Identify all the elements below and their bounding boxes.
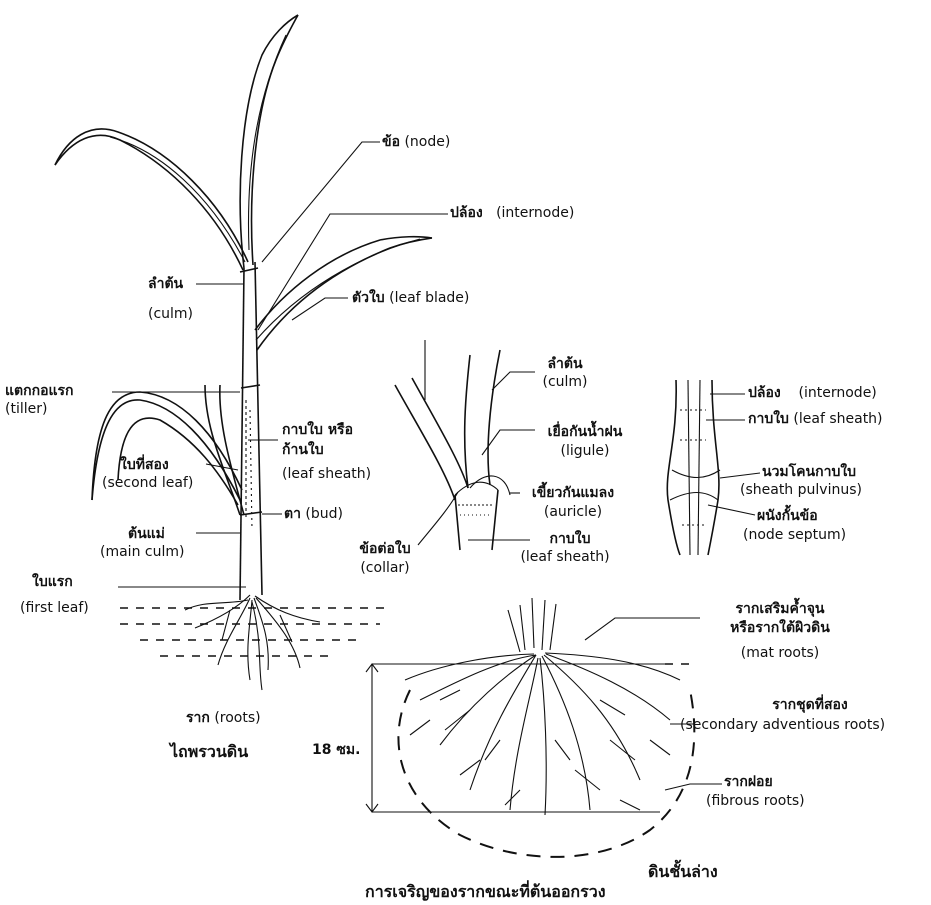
label-culm-th: ลำต้น: [148, 276, 183, 293]
label-depth: 18 ซม.: [312, 742, 360, 759]
label-roots: ราก (roots): [186, 710, 261, 727]
label-collar-th: ข้อต่อใบ: [350, 541, 420, 558]
root-system-illustration: [366, 598, 722, 857]
label-collar-en: (collar): [350, 560, 420, 577]
label-main-culm-en: (main culm): [100, 544, 184, 561]
label-node-sheath: กาบใบ (leaf sheath): [748, 411, 883, 428]
label-first-leaf-th: ใบแรก: [32, 574, 73, 591]
main-plant-illustration: [55, 15, 448, 690]
label-collar-sheath-th: กาบใบ: [530, 531, 610, 548]
label-secondary-th: รากชุดที่สอง: [710, 697, 910, 714]
label-ligule-en: (ligule): [530, 443, 640, 460]
label-second-leaf-th: ใบที่สอง: [120, 457, 169, 474]
label-subsoil: ดินชั้นล่าง: [648, 860, 718, 885]
collar-detail-illustration: [395, 340, 535, 550]
label-collar-culm-th: ลำต้น: [535, 356, 595, 373]
label-leaf-blade: ตัวใบ (leaf blade): [352, 290, 469, 307]
label-auricle-en: (auricle): [518, 504, 628, 521]
label-leaf-sheath-th1: กาบใบ หรือ: [282, 422, 353, 439]
label-mat-roots-th1: รากเสริมค้ำจุน: [700, 601, 860, 618]
label-node: ข้อ (node): [382, 134, 450, 151]
label-fibrous-en: (fibrous roots): [706, 793, 805, 810]
label-pulvinus-en: (sheath pulvinus): [740, 482, 862, 499]
label-node-internode: ปล้อง (internode): [748, 385, 877, 402]
label-collar-culm-en: (culm): [535, 374, 595, 391]
label-mat-roots-en: (mat roots): [700, 645, 860, 662]
caption-tillage: ไถพรวนดิน: [170, 740, 248, 765]
label-leaf-sheath-en: (leaf sheath): [282, 466, 371, 483]
label-auricle-th: เขี้ยวกันแมลง: [518, 485, 628, 502]
label-culm-en: (culm): [148, 306, 193, 323]
label-septum-th: ผนังกั้นข้อ: [757, 508, 818, 525]
label-second-leaf-en: (second leaf): [102, 475, 193, 492]
label-main-culm-th: ต้นแม่: [128, 526, 165, 543]
label-tiller-th: แตกกอแรก: [5, 383, 74, 400]
label-collar-sheath-en: (leaf sheath): [505, 549, 625, 566]
label-bud: ตา (bud): [284, 506, 343, 523]
label-ligule-th: เยื่อกันน้ำฝน: [530, 424, 640, 441]
label-mat-roots-th2: หรือรากใต้ผิวดิน: [700, 620, 860, 637]
label-leaf-sheath-th2: ก้านใบ: [282, 442, 324, 459]
label-septum-en: (node septum): [743, 527, 846, 544]
label-fibrous-th: รากฝอย: [724, 774, 773, 791]
label-internode: ปล้อง (internode): [450, 205, 574, 222]
caption-root-growth: การเจริญของรากขณะที่ต้นออกรวง: [365, 880, 606, 905]
label-tiller-en: (tiller): [5, 401, 47, 418]
label-pulvinus-th: นวมโคนกาบใบ: [762, 464, 856, 481]
label-secondary-en: (secondary adventious roots): [680, 717, 885, 734]
label-first-leaf-en: (first leaf): [20, 600, 89, 617]
